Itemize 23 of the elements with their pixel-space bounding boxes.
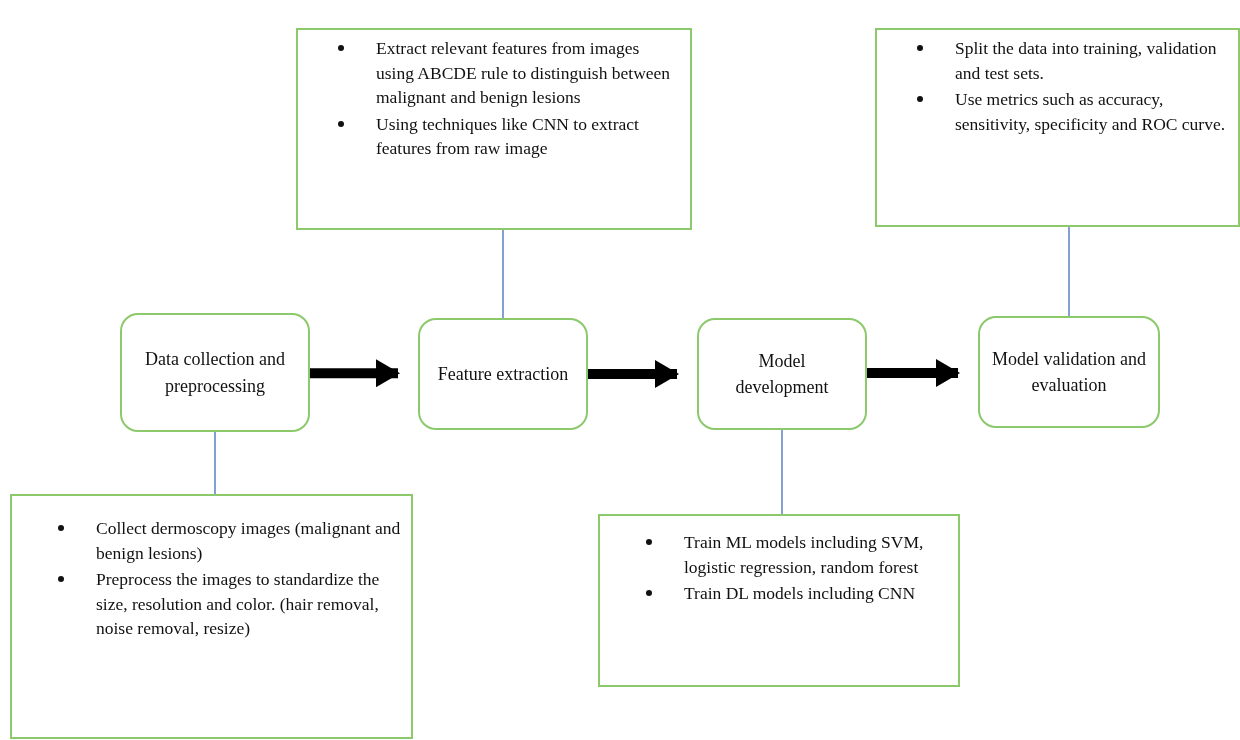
connector-line xyxy=(781,429,783,515)
flow-arrow xyxy=(310,359,400,388)
process-box: Model validation and evaluation xyxy=(978,316,1160,428)
flow-arrow xyxy=(588,360,679,388)
note-box xyxy=(10,494,413,739)
bullet-text: Use metrics such as accuracy, sensitivity, specificity and ROC curve. xyxy=(917,87,1228,136)
bullet-text: Extract relevant features from images using ABCDE rule to distinguish between malignant and benign lesions xyxy=(338,36,680,110)
process-box: Model development xyxy=(697,318,867,430)
connector-line xyxy=(214,431,216,495)
bullet-text: Using techniques like CNN to extract features from raw image xyxy=(338,111,680,161)
bullet-text: Preprocess the images to standardize the size, resolution and color. (hair removal, noise removal, resize) xyxy=(58,567,401,641)
flow-arrow xyxy=(867,359,960,387)
process-box: Data collection and preprocessing xyxy=(120,313,310,432)
bullet-text: Collect dermoscopy images (malignant and benign lesions) xyxy=(58,516,401,565)
bullet-text: Split the data into training, validation and test sets. xyxy=(917,36,1228,85)
connector-line xyxy=(1068,226,1070,317)
bullet-text: Train DL models including CNN xyxy=(646,581,948,606)
connector-line xyxy=(502,229,504,319)
note-box xyxy=(296,28,692,230)
note-box xyxy=(598,514,960,687)
bullet-text: Train ML models including SVM, logistic regression, random forest xyxy=(646,530,948,579)
note-box xyxy=(875,28,1240,227)
process-box: Feature extraction xyxy=(418,318,588,430)
